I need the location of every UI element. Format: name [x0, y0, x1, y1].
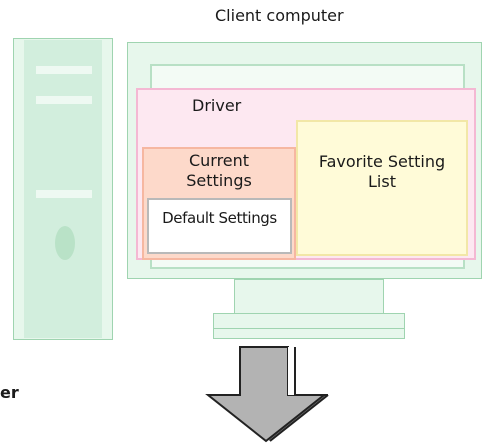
- client-computer-label: Client computer: [215, 6, 344, 25]
- arrow-shaft-highlight: [288, 347, 295, 395]
- drive-bay-1: [36, 66, 92, 74]
- default-settings-label: Default Settings: [162, 209, 277, 227]
- current-settings-label: Current Settings: [148, 151, 290, 191]
- favorite-label-line-2: List: [368, 172, 396, 191]
- monitor-stand-neck: [234, 279, 384, 317]
- drive-bay-2: [36, 96, 92, 104]
- partial-edge-label: er: [0, 383, 19, 402]
- monitor-base-divider: [213, 328, 405, 329]
- driver-label: Driver: [192, 96, 242, 115]
- power-button-icon: [55, 226, 75, 260]
- tower-front-panel: [24, 40, 102, 338]
- current-settings-line-2: Settings: [186, 171, 252, 190]
- current-settings-line-1: Current: [188, 151, 250, 170]
- drive-bay-3: [36, 190, 92, 198]
- favorite-label-line-1: Favorite Setting: [318, 152, 446, 171]
- default-settings-box: [147, 198, 292, 254]
- favorite-setting-list-panel: [296, 120, 468, 256]
- down-arrow-icon: [205, 346, 329, 443]
- monitor-stand-base: [213, 313, 405, 339]
- favorite-setting-list-label: Favorite Setting List: [300, 152, 464, 192]
- arrow-head-right-edge: [269, 394, 329, 442]
